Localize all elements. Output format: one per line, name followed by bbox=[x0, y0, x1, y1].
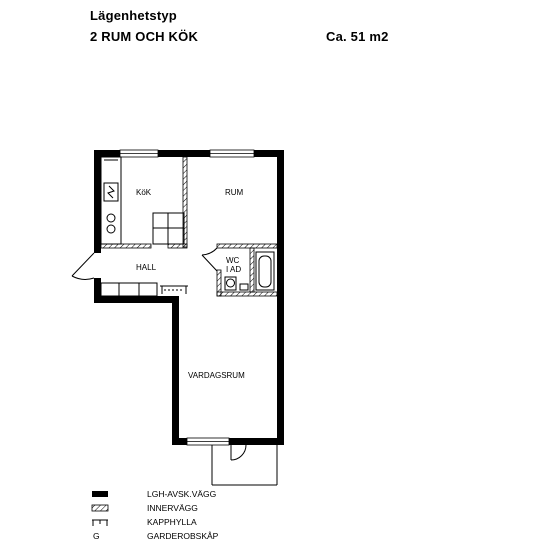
wardrobes bbox=[100, 282, 158, 297]
room-label-room: RUM bbox=[225, 188, 244, 197]
room-label-kitchen: KöK bbox=[136, 188, 152, 197]
legend-label-wardrobe: GARDEROBSKÅP bbox=[147, 531, 219, 541]
room-label-living: VARDAGSRUM bbox=[188, 371, 245, 380]
windows bbox=[119, 149, 255, 446]
entrance-door bbox=[71, 252, 95, 280]
interior-walls bbox=[100, 156, 278, 297]
bathroom-door bbox=[201, 247, 218, 272]
legend-label-interior-wall: INNERVÄGG bbox=[147, 503, 198, 513]
bathroom-fixtures bbox=[224, 251, 275, 291]
page-title: Lägenhetstyp bbox=[90, 8, 177, 23]
hat-shelf bbox=[160, 285, 188, 294]
legend-label-exterior-wall: LGH-AVSK.VÄGG bbox=[147, 489, 216, 499]
balcony bbox=[211, 444, 278, 486]
legend-swatch-hat-shelf bbox=[92, 519, 108, 526]
legend-label-hat-shelf: KAPPHYLLA bbox=[147, 517, 197, 527]
exterior-walls bbox=[94, 150, 284, 445]
legend-swatch-interior-wall bbox=[91, 504, 109, 512]
legend: LGH-AVSK.VÄGG INNERVÄGG KAPPHYLLA G GARD… bbox=[91, 489, 219, 541]
room-label-hall: HALL bbox=[136, 263, 157, 272]
apartment-type: 2 RUM OCH KÖK bbox=[90, 29, 199, 44]
kitchen-counter bbox=[100, 156, 185, 245]
apartment-area: Ca. 51 m2 bbox=[326, 29, 389, 44]
room-label-wc: WC bbox=[226, 256, 240, 265]
legend-symbol-wardrobe: G bbox=[93, 531, 100, 541]
room-label-bath: I AD bbox=[226, 265, 241, 274]
legend-swatch-exterior-wall bbox=[92, 491, 108, 497]
